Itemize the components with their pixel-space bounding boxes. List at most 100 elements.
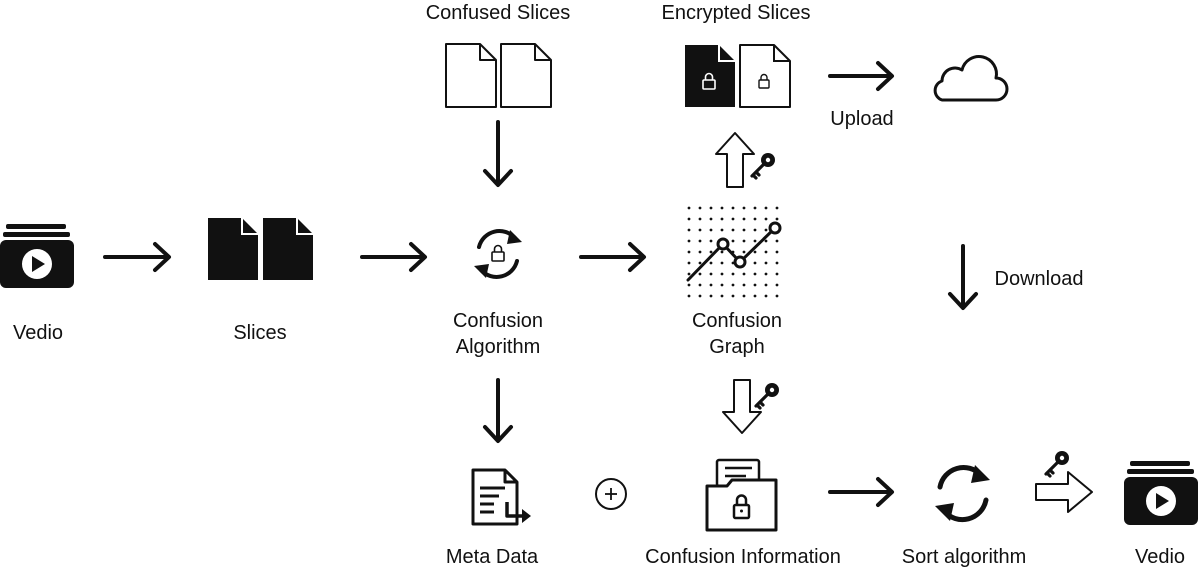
graph-dot: [687, 294, 691, 298]
graph-dot: [687, 261, 691, 265]
graph-dot: [775, 294, 779, 298]
label-meta-data: Meta Data: [445, 546, 539, 568]
label-confusion-algorithm-line2: Algorithm: [455, 336, 541, 358]
graph-dot: [687, 239, 691, 243]
graph-dot: [709, 272, 713, 276]
graph-dot: [698, 217, 702, 221]
graph-dot: [698, 283, 702, 287]
graph-dot: [709, 250, 713, 254]
video-stack-icon-right: [1124, 461, 1198, 525]
plus-circle-icon: [595, 478, 627, 510]
hollow-down-arrow: [722, 379, 762, 434]
graph-dot: [731, 239, 735, 243]
graph-dot: [753, 294, 757, 298]
graph-dot: [698, 294, 702, 298]
arrow-vedio-to-slices: [103, 242, 171, 272]
graph-dot: [764, 228, 768, 232]
graph-dot: [698, 250, 702, 254]
label-vedio-right: Vedio: [1134, 546, 1186, 568]
graph-dot: [720, 294, 724, 298]
graph-dot: [753, 217, 757, 221]
graph-dot: [687, 217, 691, 221]
arrow-algorithm-to-graph: [579, 242, 646, 272]
graph-dot: [775, 283, 779, 287]
graph-dot: [731, 228, 735, 232]
label-encrypted-slices: Encrypted Slices: [661, 2, 811, 24]
graph-dot: [742, 228, 746, 232]
label-confusion-information: Confusion Information: [645, 546, 841, 568]
graph-dot: [731, 206, 735, 210]
label-confusion-graph: Confusion Graph: [692, 308, 782, 360]
graph-dot: [687, 228, 691, 232]
label-confused-slices: Confused Slices: [425, 2, 571, 24]
graph-dot: [698, 272, 702, 276]
graph-dot: [753, 228, 757, 232]
graph-dot: [731, 272, 735, 276]
label-confusion-algorithm-line1: Confusion: [452, 310, 544, 332]
graph-dot: [764, 294, 768, 298]
graph-dot: [764, 283, 768, 287]
locked-folder-icon: [705, 458, 778, 532]
label-upload: Upload: [830, 108, 894, 130]
graph-dot: [709, 283, 713, 287]
graph-dot: [753, 206, 757, 210]
arrow-encrypted-to-cloud: [828, 61, 894, 91]
document-pair-icon: [208, 218, 313, 280]
label-slices: Slices: [233, 322, 287, 344]
document-pair-outline-icon: [445, 43, 552, 108]
label-confusion-graph-line1: Confusion: [691, 310, 783, 332]
sync-lock-icon: [474, 229, 522, 279]
graph-dot: [764, 206, 768, 210]
graph-dot: [709, 228, 713, 232]
graph-dot: [775, 217, 779, 221]
graph-dot: [698, 239, 702, 243]
graph-dot: [753, 272, 757, 276]
graph-dot: [687, 272, 691, 276]
key-icon-middle: [754, 381, 781, 410]
graph-dot: [764, 217, 768, 221]
graph-dot: [742, 217, 746, 221]
graph-dot: [709, 217, 713, 221]
graph-dot: [687, 250, 691, 254]
graph-dot: [742, 294, 746, 298]
graph-dot: [720, 272, 724, 276]
graph-dot: [764, 250, 768, 254]
graph-dot: [742, 283, 746, 287]
graph-dot: [775, 250, 779, 254]
graph-dot: [698, 261, 702, 265]
graph-dot: [764, 239, 768, 243]
label-download: Download: [994, 268, 1084, 290]
sync-icon: [935, 465, 990, 523]
graph-dot: [764, 272, 768, 276]
graph-dot: [742, 239, 746, 243]
graph-dot: [775, 239, 779, 243]
label-vedio-left: Vedio: [12, 322, 64, 344]
graph-dot: [720, 217, 724, 221]
graph-dot: [698, 206, 702, 210]
graph-dot: [687, 206, 691, 210]
graph-dot: [753, 239, 757, 243]
graph-dot: [764, 261, 768, 265]
graph-dot: [687, 283, 691, 287]
key-icon-upper: [750, 151, 777, 180]
graph-dot: [742, 206, 746, 210]
key-icon-lower: [1044, 449, 1071, 478]
graph-dot: [698, 228, 702, 232]
label-confusion-graph-line2: Graph: [709, 336, 765, 358]
graph-dot: [720, 261, 724, 265]
label-sort-algorithm: Sort algorithm: [901, 546, 1027, 568]
graph-dot: [720, 228, 724, 232]
graph-dot: [775, 272, 779, 276]
graph-dot: [742, 272, 746, 276]
graph-dot: [709, 261, 713, 265]
cloud-icon: [933, 55, 1009, 102]
graph-dot: [753, 283, 757, 287]
graph-dot: [720, 206, 724, 210]
hollow-right-arrow: [1035, 471, 1093, 513]
label-confusion-algorithm: Confusion Algorithm: [453, 308, 543, 360]
graph-dot: [753, 250, 757, 254]
arrow-info-to-sort: [828, 477, 894, 507]
graph-dot: [775, 261, 779, 265]
